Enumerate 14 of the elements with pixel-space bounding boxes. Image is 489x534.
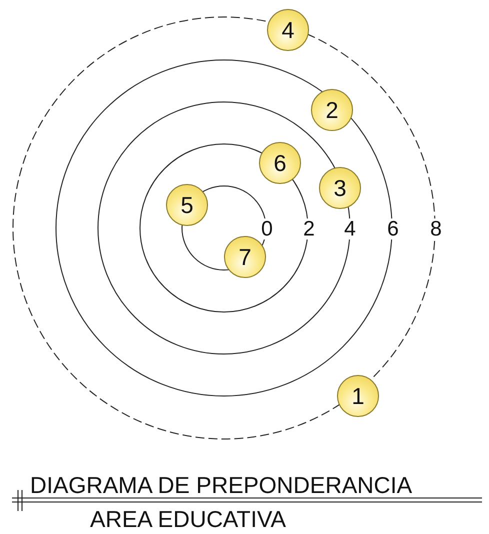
scale-number: 4	[343, 218, 357, 240]
numbered-circle: 6	[259, 142, 301, 184]
numbered-circle: 2	[311, 89, 353, 131]
diagram-subtitle: AREA EDUCATIVA	[90, 508, 286, 531]
scale-number: 0	[260, 218, 274, 240]
numbered-circle: 7	[224, 236, 266, 278]
diagram-title: DIAGRAMA DE PREPONDERANCIA	[30, 474, 412, 497]
scale-number: 2	[302, 218, 316, 240]
scale-number: 8	[429, 218, 443, 240]
numbered-circle: 5	[166, 184, 208, 226]
scale-number: 6	[386, 218, 400, 240]
numbered-circle: 4	[267, 9, 309, 51]
numbered-circle: 3	[319, 167, 361, 209]
numbered-circle: 1	[337, 375, 379, 417]
